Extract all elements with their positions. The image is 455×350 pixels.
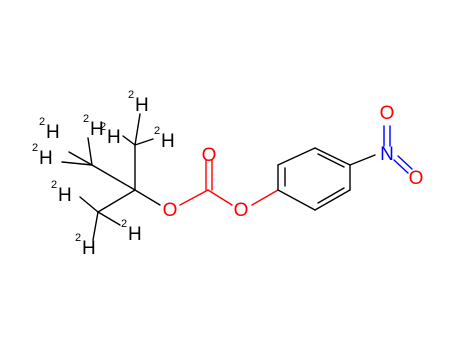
deuterium-label: 2 H xyxy=(121,218,142,245)
deuterium-symbol: H xyxy=(39,148,53,169)
deuterium-label: 2 H xyxy=(39,116,60,143)
ring-bond-6 xyxy=(277,189,316,211)
ring-bond-2 xyxy=(277,147,316,166)
deuterium-mass: 2 xyxy=(39,116,45,128)
deuterium-mass: 2 xyxy=(128,89,134,101)
ring-double-2 xyxy=(317,153,345,168)
deuterium-symbol: H xyxy=(46,122,60,143)
bond-aryl-n xyxy=(349,154,376,166)
bond-o-aryl xyxy=(251,189,279,206)
deuterium-mass: 2 xyxy=(51,179,57,191)
deuterium-label: 2 H xyxy=(75,232,96,259)
bond-cd-8 xyxy=(92,211,99,241)
atom-oxygen-nitro-top: O xyxy=(380,103,395,124)
ring-double-3 xyxy=(317,187,345,204)
bond-carbonyl-c-o xyxy=(207,189,233,206)
deuterium-mass: 2 xyxy=(154,125,160,137)
bond-cd-4 xyxy=(122,135,136,146)
deuterium-symbol: H xyxy=(135,95,149,116)
bond-cd-7 xyxy=(79,196,99,213)
atom-oxygen-nitro-bottom: O xyxy=(409,168,424,189)
deuterium-label: 2 H xyxy=(32,142,53,169)
deuterium-mass: 2 xyxy=(75,232,81,244)
deuterium-mass: 2 xyxy=(32,142,38,154)
bond-cq-ch3-left xyxy=(91,164,136,191)
deuterium-mass: 2 xyxy=(83,113,89,125)
deuterium-symbol: H xyxy=(107,127,121,148)
bond-cq-ch3-bottom xyxy=(97,189,136,213)
atom-nitrogen-nitro: N xyxy=(380,144,394,165)
bond-cq-o xyxy=(134,189,161,206)
deuterium-symbol: H xyxy=(128,224,142,245)
deuterium-label: 2 H xyxy=(83,113,104,140)
deuterium-symbol: H xyxy=(161,131,175,152)
bond-o-carbonyl-c xyxy=(179,189,209,206)
bond-cd-1 xyxy=(68,151,93,166)
deuterium-symbol: H xyxy=(58,185,72,206)
atom-oxygen-carbonyl: O xyxy=(202,145,217,166)
ring-bond-5 xyxy=(314,189,351,211)
deuterium-mass: 2 xyxy=(121,218,127,230)
bond-cd-2 xyxy=(87,137,93,166)
deuterium-label: 2 H xyxy=(51,179,72,206)
atom-oxygen-ether-right: O xyxy=(234,200,249,221)
atom-oxygen-ether-left: O xyxy=(163,200,178,221)
bond-n-o-bottom-a xyxy=(393,159,409,174)
deuterium-symbol: H xyxy=(82,238,96,259)
bond-cd-3 xyxy=(61,161,93,166)
deuterium-symbol: H xyxy=(90,119,104,140)
bond-cd-9 xyxy=(97,211,121,226)
deuterium-mass: 2 xyxy=(100,121,106,133)
ring-bond-3 xyxy=(314,147,351,166)
deuterium-label: 2 H xyxy=(154,125,175,152)
bond-cd-6 xyxy=(134,138,154,146)
bond-cd-5 xyxy=(134,113,141,146)
deuterium-label: 2 H xyxy=(100,121,121,148)
bond-n-o-bottom-b xyxy=(397,155,413,170)
deuterium-label: 2 H xyxy=(128,89,149,116)
